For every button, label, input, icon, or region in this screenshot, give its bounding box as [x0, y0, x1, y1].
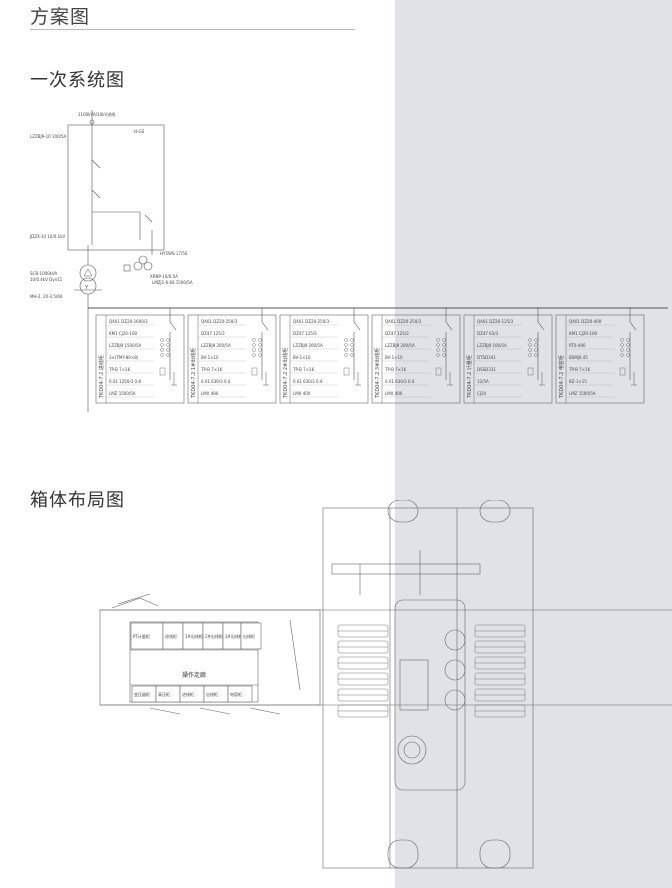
- panel-spec-item: LMX 400: [385, 391, 403, 396]
- panel-spec-item: 0.01 630/3 0.4: [293, 379, 323, 384]
- panel-spec-item: LZZBJ9 200/5A: [293, 343, 323, 348]
- panel-spec-item: LMX 400: [201, 391, 219, 396]
- panel-code-label: TKD04-7.2 2#出线柜: [282, 348, 289, 399]
- panel-spec-item: LZZBJ9 1500/5A: [109, 343, 142, 348]
- panel-code-label: TKD04-7.2 计量柜: [466, 355, 473, 399]
- page-title: 方案图: [30, 6, 91, 28]
- bottom-cabinet-label: 变压器柜: [134, 691, 150, 697]
- panel-spec-item: QA01 DZ20-125/3: [477, 319, 514, 324]
- panel-spec-item: TP·B 7×16: [200, 367, 223, 372]
- panel-spec-item: BSMJ0.45: [569, 355, 588, 360]
- top-cabinet-label: 1#出线柜: [185, 633, 203, 639]
- bottom-cabinet-label: 高压柜: [158, 691, 170, 697]
- single-line-diagram: Y 1100kVA/10kV进线 H-GS LZZBJ9-10 100/5A J…: [29, 110, 668, 412]
- bottom-cabinet-label: 电容柜: [230, 691, 242, 697]
- panel-spec-item: BV-1×10: [385, 355, 403, 360]
- top-cabinet-label: 2#出线柜: [205, 633, 223, 639]
- top-cabinet-label: 进线柜: [165, 633, 177, 639]
- panel-spec-item: QA01 DZ20-250/3: [293, 319, 330, 324]
- panel-code-label: TKD04-7.2 电容柜: [558, 355, 565, 399]
- panel-spec-item: BV-1×10: [293, 355, 311, 360]
- bottom-cabinet-label: 进线柜: [182, 691, 194, 697]
- panel-spec-item: 0.01 630/3 0.4: [201, 379, 231, 384]
- panel-spec-item: TP·B 7×16: [568, 367, 591, 372]
- pt-label: JDZX-10 10/0.1kV: [29, 234, 65, 239]
- ct-label: LZZBJ9-10 100/5A: [30, 134, 67, 139]
- transformer-label: SCB-1000kVA: [30, 271, 57, 276]
- panel-spec-item: QA01 DZ20-400: [569, 319, 602, 324]
- layout-center-label: 操作走廊: [182, 671, 206, 679]
- title-divider: [30, 29, 355, 30]
- panel-spec-item: BV-1×10: [201, 355, 219, 360]
- panel-spec-item: DZ47 125/3: [201, 331, 225, 336]
- panel-spec-item: 3×(TMY-80×8): [109, 355, 139, 360]
- panel-spec-item: BZ-1×15: [569, 379, 587, 384]
- top-cabinet-box: [240, 622, 262, 650]
- panel-spec-item: LMZ 1500/5A: [109, 391, 136, 396]
- panel-spec-item: QA01 DZ20-1600/3: [109, 319, 148, 324]
- hv-panel-label: H-GS: [134, 129, 145, 134]
- radiator-fins: [337, 624, 526, 718]
- background-panel-right: [395, 0, 672, 888]
- panel-spec-item: LZZBJ9 100/5A: [477, 343, 507, 348]
- section-heading-layout: 箱体布局图: [30, 490, 125, 511]
- panel-spec-item: LMZ 1500/5A: [569, 391, 596, 396]
- panel-spec-item: 0.01 630/3 0.4: [385, 379, 415, 384]
- top-cabinet-label: 3#出线柜: [225, 633, 243, 639]
- panel-code-label: TKD04-7.2 进线柜: [98, 355, 105, 399]
- svg-text:Y: Y: [84, 285, 89, 291]
- top-cabinet-box: [130, 622, 164, 650]
- panel-spec-item: DTSD341: [477, 355, 496, 360]
- fuse-label: XRNP-10/0.5A: [150, 274, 178, 279]
- bottom-cabinet-label: 出线柜: [206, 691, 218, 697]
- panel-spec-item: 0.01 1250/3 0.8: [109, 379, 141, 384]
- panel-spec-item: DZ47 125/3: [293, 331, 317, 336]
- panel-spec-item: QA01 DZ20-250/3: [385, 319, 422, 324]
- section-heading-system: 一次系统图: [30, 70, 125, 91]
- panel-code-label: TKD04-7.2 3#出线柜: [374, 348, 381, 399]
- panel-spec-item: LZZBJ9 200/5A: [385, 343, 415, 348]
- panel-spec-item: LMX 400: [293, 391, 311, 396]
- panel-spec-item: DSSD331: [477, 367, 496, 372]
- panel-spec-item: KM1 CJ20-100: [109, 331, 137, 336]
- panel-spec-item: KM1 CJ20-100: [569, 331, 597, 336]
- panel-spec-item: 12/5A: [477, 379, 489, 384]
- panel-code-label: TKD04-7.2 1#出线柜: [190, 348, 197, 399]
- panel-spec-item: TP·B 7×16: [292, 367, 315, 372]
- panel-spec-item: CJ20: [477, 391, 487, 396]
- ct-label-lv: LMZJ1-0.66 1500/5A: [152, 280, 193, 285]
- panel-spec-item: TP·B 7×16: [384, 367, 407, 372]
- panel-spec-item: RT0-400: [569, 343, 586, 348]
- panel-spec-item: QA01 DZ20-250/3: [201, 319, 238, 324]
- panel-spec-item: TP·B 7×16: [108, 367, 131, 372]
- surge-label: HY5WS-17/50: [160, 251, 188, 256]
- busbar-label: MH-2, 2X-3.5/60: [30, 294, 63, 299]
- transformer-ratio: 10/0.4kV Dyn11: [30, 277, 63, 282]
- panel-spec-item: DZ47 63/3: [477, 331, 499, 336]
- top-cabinet-label: PT计量柜: [133, 633, 150, 639]
- bottom-cabinet-box: [227, 685, 253, 703]
- incoming-line-label: 1100kVA/10kV进线: [78, 111, 115, 117]
- top-cabinet-label: 出线柜: [243, 633, 255, 639]
- panel-spec-item: DZ47 125/3: [385, 331, 409, 336]
- panel-spec-item: LZZBJ9 200/5A: [201, 343, 231, 348]
